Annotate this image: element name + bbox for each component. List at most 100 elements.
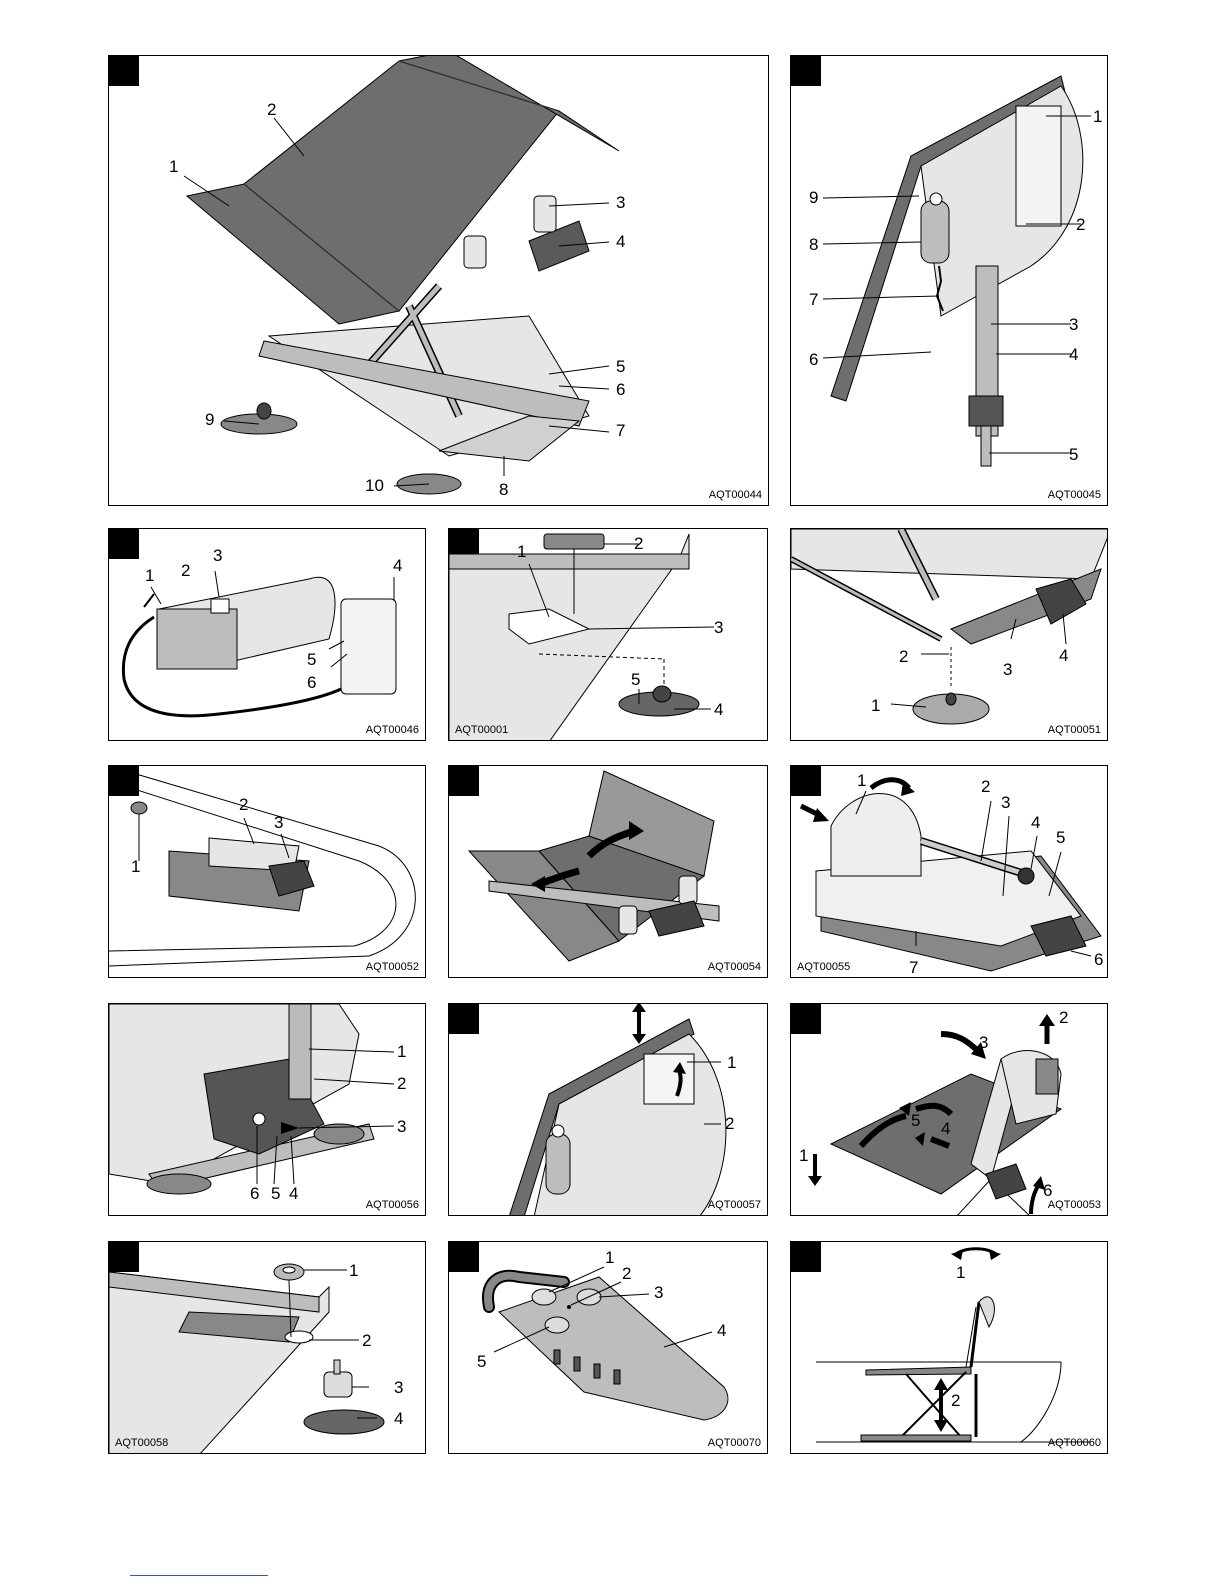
figure-aqt00051: 1 2 3 4 AQT00051 xyxy=(790,528,1108,741)
callout-label: 6 xyxy=(307,674,316,691)
callout-label: 2 xyxy=(1059,1009,1068,1026)
callout-label: 7 xyxy=(616,422,625,439)
callout-label: 7 xyxy=(809,291,818,308)
callout-label: 2 xyxy=(725,1115,734,1132)
callout-label: 5 xyxy=(477,1353,486,1370)
hand-control-illustration xyxy=(449,1242,768,1454)
figure-aqt00057: 1 2 AQT00057 xyxy=(448,1003,768,1216)
figure-code: AQT00052 xyxy=(366,961,419,973)
backrest-column-illustration xyxy=(791,56,1108,506)
backrest-angle-height-illustration xyxy=(791,1242,1108,1454)
callout-label: 4 xyxy=(394,1410,403,1427)
callout-label: 3 xyxy=(654,1284,663,1301)
callout-label: 5 xyxy=(271,1185,280,1202)
callout-label: 2 xyxy=(1076,216,1085,233)
folding-seat-flaps-illustration xyxy=(449,766,768,978)
figure-aqt00052: 1 2 3 AQT00052 xyxy=(108,765,426,978)
callout-label: 5 xyxy=(631,671,640,688)
callout-label: 8 xyxy=(809,236,818,253)
callout-label: 1 xyxy=(145,567,154,584)
callout-label: 3 xyxy=(394,1379,403,1396)
callout-label: 6 xyxy=(616,381,625,398)
callout-label: 6 xyxy=(1043,1182,1052,1199)
callout-label: 2 xyxy=(951,1392,960,1409)
callout-label: 5 xyxy=(616,358,625,375)
callout-label: 3 xyxy=(1069,316,1078,333)
callout-label: 1 xyxy=(799,1147,808,1164)
callout-label: 3 xyxy=(274,814,283,831)
callout-label: 6 xyxy=(809,351,818,368)
figure-aqt00054: AQT00054 xyxy=(448,765,768,978)
callout-label: 1 xyxy=(1093,108,1102,125)
callout-label: 2 xyxy=(267,101,276,118)
suction-cup-replacement-illustration xyxy=(109,1242,426,1454)
figure-aqt00001: 1 2 3 4 5 AQT00001 xyxy=(448,528,768,741)
side-flap-suction-illustration xyxy=(791,529,1108,741)
callout-label: 3 xyxy=(213,547,222,564)
figure-code: AQT00044 xyxy=(709,489,762,501)
callout-label: 4 xyxy=(393,557,402,574)
figure-code: AQT00046 xyxy=(366,724,419,736)
callout-label: 4 xyxy=(1059,647,1068,664)
figure-code: AQT00054 xyxy=(708,961,761,973)
callout-label: 2 xyxy=(181,562,190,579)
callout-label: 9 xyxy=(809,189,818,206)
callout-label: 1 xyxy=(517,543,526,560)
callout-label: 1 xyxy=(605,1249,614,1266)
callout-label: 1 xyxy=(857,772,866,789)
figure-aqt00056: 1 2 3 4 5 6 AQT00056 xyxy=(108,1003,426,1216)
figure-aqt00060: 1 2 AQT00060 xyxy=(790,1241,1108,1454)
figure-aqt00044: 1 2 3 4 5 6 7 8 9 10 AQT00044 xyxy=(108,55,769,506)
figure-code: AQT00045 xyxy=(1048,489,1101,501)
callout-label: 4 xyxy=(289,1185,298,1202)
figure-code: AQT00053 xyxy=(1048,1199,1101,1211)
callout-label: 3 xyxy=(1001,794,1010,811)
figure-aqt00070: 1 2 3 4 5 AQT00070 xyxy=(448,1241,768,1454)
figure-code: AQT00051 xyxy=(1048,724,1101,736)
callout-label: 5 xyxy=(911,1112,920,1129)
callout-label: 4 xyxy=(941,1120,950,1137)
callout-label: 8 xyxy=(499,481,508,498)
callout-label: 2 xyxy=(981,778,990,795)
callout-label: 3 xyxy=(397,1118,406,1135)
callout-label: 1 xyxy=(956,1264,965,1281)
callout-label: 2 xyxy=(622,1265,631,1282)
callout-label: 1 xyxy=(871,697,880,714)
callout-label: 1 xyxy=(727,1054,736,1071)
figure-aqt00053: 1 2 3 4 5 6 AQT00053 xyxy=(790,1003,1108,1216)
figure-code: AQT00060 xyxy=(1048,1437,1101,1449)
callout-label: 4 xyxy=(717,1322,726,1339)
figure-aqt00045: 1 2 3 4 5 6 7 8 9 AQT00045 xyxy=(790,55,1108,506)
callout-label: 3 xyxy=(714,619,723,636)
callout-label: 2 xyxy=(397,1075,406,1092)
callout-label: 1 xyxy=(397,1043,406,1060)
figure-code: AQT00058 xyxy=(115,1437,168,1449)
figure-code: AQT00001 xyxy=(455,724,508,736)
figure-code: AQT00056 xyxy=(366,1199,419,1211)
callout-label: 2 xyxy=(899,648,908,665)
handset-charger-illustration xyxy=(109,529,426,741)
callout-label: 4 xyxy=(714,701,723,718)
figure-code: AQT00070 xyxy=(708,1437,761,1449)
callout-label: 2 xyxy=(362,1332,371,1349)
callout-label: 5 xyxy=(1069,446,1078,463)
lift-in-bathtub-illustration xyxy=(109,766,426,978)
callout-label: 1 xyxy=(131,858,140,875)
backrest-attachment-illustration xyxy=(791,766,1108,978)
callout-label: 4 xyxy=(616,233,625,250)
figure-code: AQT00055 xyxy=(797,961,850,973)
callout-label: 6 xyxy=(250,1185,259,1202)
callout-label: 1 xyxy=(349,1262,358,1279)
callout-label: 5 xyxy=(1056,829,1065,846)
column-lock-illustration xyxy=(109,1004,426,1216)
callout-label: 3 xyxy=(1003,661,1012,678)
bath-lift-seat-illustration xyxy=(109,56,769,506)
callout-label: 2 xyxy=(239,796,248,813)
callout-label: 3 xyxy=(979,1034,988,1051)
figure-aqt00055: 1 2 3 4 5 6 7 AQT00055 xyxy=(790,765,1108,978)
folding-procedure-illustration xyxy=(791,1004,1108,1216)
callout-label: 4 xyxy=(1031,814,1040,831)
callout-label: 1 xyxy=(169,158,178,175)
figure-code: AQT00057 xyxy=(708,1199,761,1211)
footer-link-underline xyxy=(130,1575,268,1576)
